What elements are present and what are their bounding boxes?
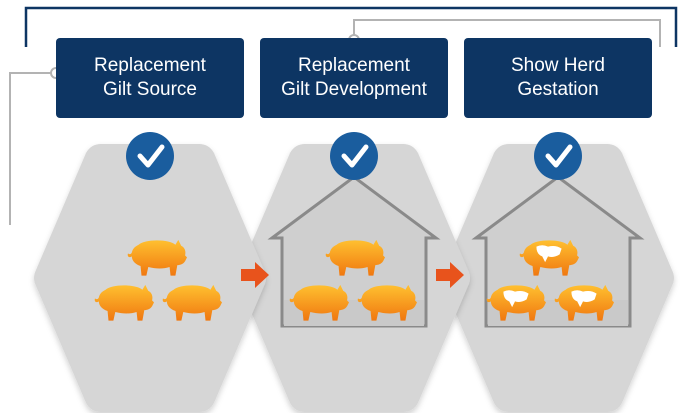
- arrow-right-icon: [436, 262, 464, 288]
- pig-patch: [536, 245, 562, 263]
- stage-label-line2: Gestation: [517, 79, 599, 100]
- arrow-right-icon: [241, 262, 269, 288]
- stage-label-source: Replacement Gilt Source: [56, 38, 244, 118]
- stage-label-line1: Replacement: [298, 55, 410, 76]
- check-mark: [341, 144, 369, 168]
- pig-patch: [503, 290, 529, 308]
- check-mark: [137, 144, 165, 168]
- pig-patch: [571, 290, 597, 308]
- stage-label-line1: Show Herd: [511, 55, 605, 76]
- check-circle: [330, 132, 378, 180]
- pig-icon: [486, 284, 546, 321]
- check-icon: [534, 132, 582, 180]
- check-icon: [126, 132, 174, 180]
- check-icon: [330, 132, 378, 180]
- stage-hexagon: [34, 144, 266, 412]
- stage-label-gestation: Show Herd Gestation: [464, 38, 652, 118]
- check-mark: [545, 144, 573, 168]
- pig-icon: [519, 239, 579, 276]
- stage-label-line2: Gilt Source: [103, 79, 197, 100]
- stage-label-line2: Gilt Development: [281, 79, 427, 100]
- check-circle: [534, 132, 582, 180]
- check-circle: [126, 132, 174, 180]
- stage-label-line1: Replacement: [94, 55, 206, 76]
- pig-icon: [554, 284, 614, 321]
- stage-label-development: Replacement Gilt Development: [260, 38, 448, 118]
